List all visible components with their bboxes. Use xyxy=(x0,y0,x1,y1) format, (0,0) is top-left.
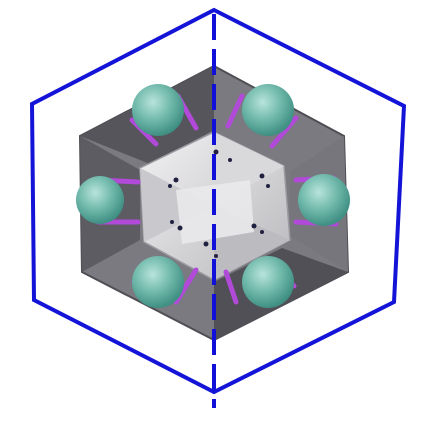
core-dot xyxy=(213,149,219,155)
core-dot xyxy=(168,184,172,188)
bond xyxy=(225,93,245,129)
core-dot xyxy=(251,223,257,229)
sphere-bottom-left xyxy=(132,256,184,308)
core-dots xyxy=(168,149,270,258)
core-dot xyxy=(177,225,183,231)
sphere-left xyxy=(76,176,124,224)
core-dot xyxy=(260,230,264,234)
core-dot xyxy=(173,177,179,183)
sphere-group xyxy=(76,84,350,308)
core-dot xyxy=(214,254,218,258)
core-dot xyxy=(266,184,270,188)
sphere-bottom-right xyxy=(242,256,294,308)
core-dot xyxy=(259,173,265,179)
bond xyxy=(129,117,159,147)
core-dot xyxy=(170,220,174,224)
core-dot xyxy=(203,241,209,247)
sphere-top-right xyxy=(242,84,294,136)
outer-hexagon-outline xyxy=(29,7,407,395)
sphere-top-left xyxy=(132,84,184,136)
bond xyxy=(269,115,299,149)
core-dot xyxy=(228,158,232,162)
bond xyxy=(223,269,239,305)
inner-core-facet-2 xyxy=(140,168,214,242)
sphere-right xyxy=(298,174,350,226)
